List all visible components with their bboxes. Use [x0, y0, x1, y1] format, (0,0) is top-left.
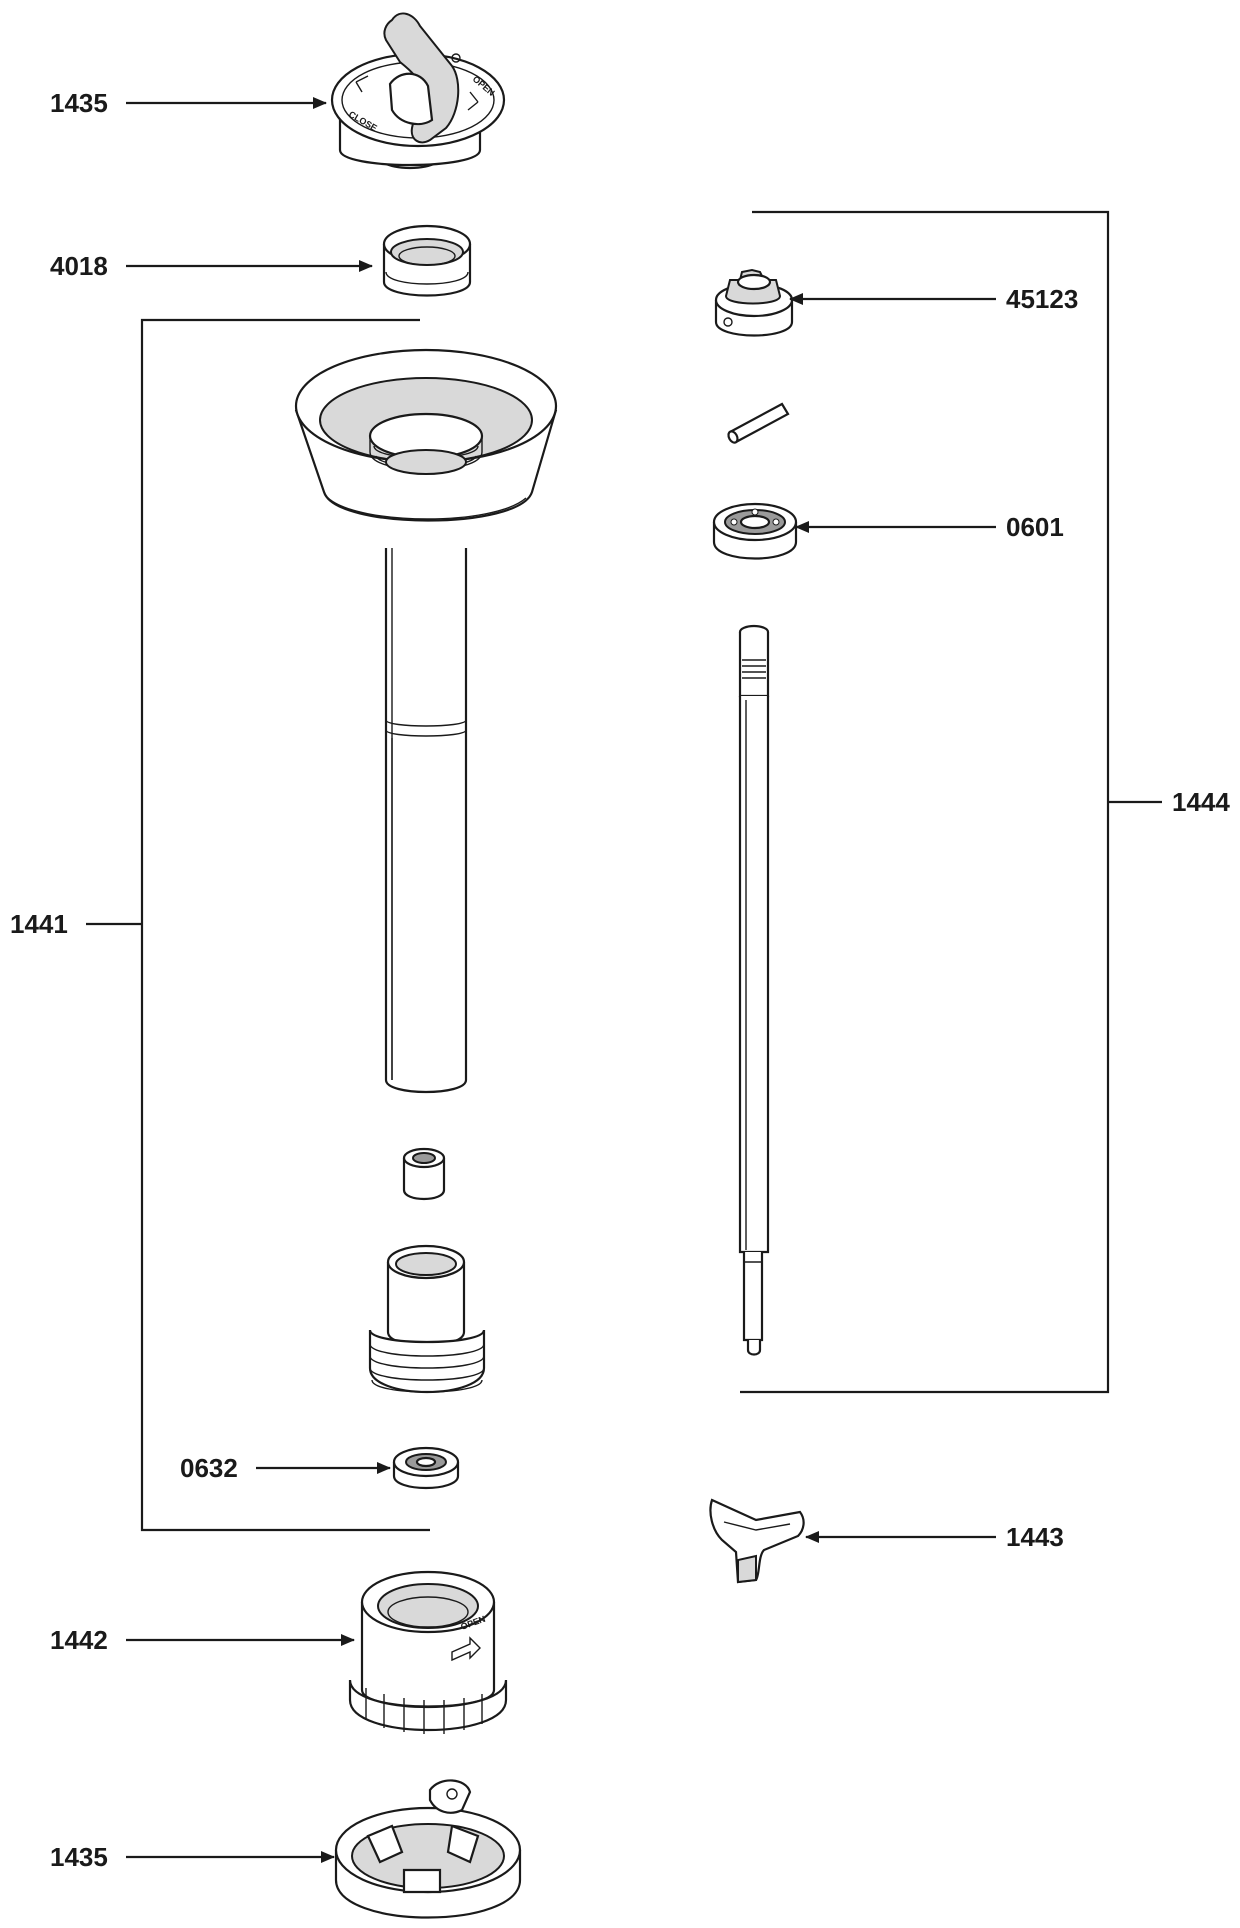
part-collar-1442: OPEN — [348, 1570, 508, 1734]
part-bushing — [402, 1147, 446, 1201]
label-0632: 0632 — [180, 1453, 238, 1483]
bracket-1441 — [86, 318, 430, 1532]
label-1435-top: 1435 — [50, 88, 108, 118]
part-shaft — [738, 624, 770, 1356]
part-housing-1441 — [294, 348, 558, 1094]
label-0601: 0601 — [1006, 512, 1064, 542]
label-1441: 1441 — [10, 909, 68, 939]
label-1444: 1444 — [1172, 787, 1230, 817]
label-1443: 1443 — [1006, 1522, 1064, 1552]
bracket-1444 — [740, 210, 1162, 1394]
label-1442: 1442 — [50, 1625, 108, 1655]
part-knob-top: OPEN CLOSE — [330, 12, 506, 170]
part-base-bottom — [334, 1779, 522, 1919]
part-gear-45123 — [714, 268, 794, 337]
label-1435-bottom: 1435 — [50, 1842, 108, 1872]
part-bearing-0601 — [712, 502, 798, 560]
part-threaded-nut — [368, 1244, 486, 1394]
label-45123: 45123 — [1006, 284, 1078, 314]
part-pin — [727, 402, 790, 444]
part-cap-4018 — [382, 224, 472, 297]
label-4018: 4018 — [50, 251, 108, 281]
part-tool-1443 — [709, 1498, 805, 1584]
part-bearing-0632 — [392, 1446, 460, 1490]
